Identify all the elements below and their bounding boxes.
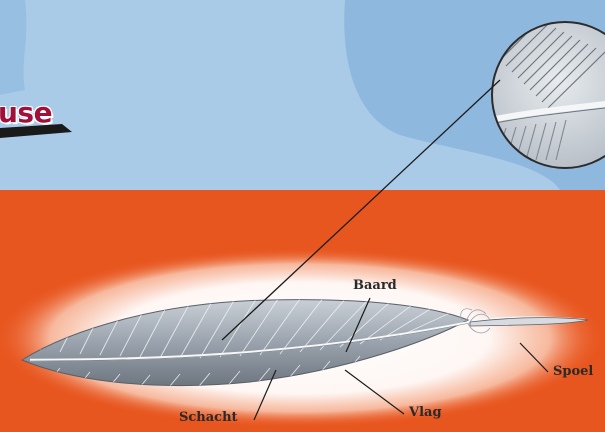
label-baard: Baard — [353, 278, 397, 293]
header-title-fragment: use — [0, 96, 52, 129]
label-spoel: Spoel — [553, 364, 593, 379]
label-schacht: Schacht — [179, 410, 238, 425]
sky-shape-left — [0, 0, 26, 95]
label-vlag: Vlag — [409, 405, 442, 420]
